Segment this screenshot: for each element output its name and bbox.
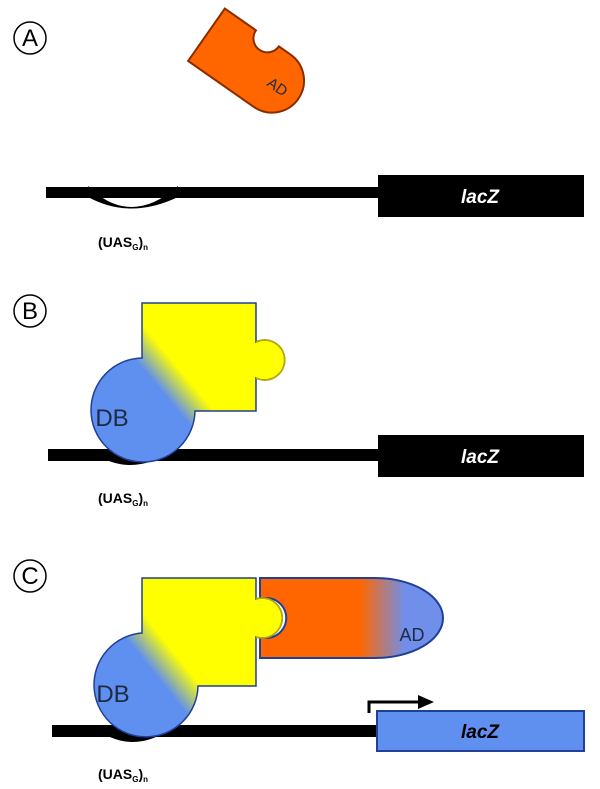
panel-a-letter: A xyxy=(22,25,38,52)
db-label: DB xyxy=(96,681,129,708)
lacz-gene xyxy=(378,435,584,477)
uas-label: (UASG)n xyxy=(98,490,148,508)
panel-b-letter: B xyxy=(22,298,38,325)
ad-protein-shape xyxy=(186,7,305,114)
panel-c: C AD DB lacZ (UASG)n xyxy=(13,559,585,784)
uas-label: (UASG)n xyxy=(98,234,148,252)
panel-a-badge xyxy=(13,21,47,55)
db-bait-shape xyxy=(90,302,286,463)
db-bait-shape xyxy=(93,577,283,738)
arrowhead-icon xyxy=(418,695,434,709)
db-label: DB xyxy=(95,405,128,432)
db-bait-fusion-protein: DB xyxy=(90,302,286,463)
lacz-label: lacZ xyxy=(461,187,500,208)
ad-protein-shape xyxy=(259,577,444,659)
uas-label: (UASG)n xyxy=(98,766,148,784)
dna-strand xyxy=(46,187,382,198)
transcription-start-arrow xyxy=(367,700,420,713)
bait-knob xyxy=(255,597,283,639)
panel-c-badge xyxy=(13,559,47,593)
lacz-gene-active xyxy=(376,710,585,752)
panel-b-badge xyxy=(13,294,47,328)
bait-knob xyxy=(255,339,286,381)
panel-a: A AD lacZ (UASG)n xyxy=(13,7,584,252)
lacz-label: lacZ xyxy=(461,447,500,468)
ad-label: AD xyxy=(399,625,424,645)
uas-site xyxy=(88,186,178,209)
db-bait-fusion-protein: DB xyxy=(93,577,283,738)
ad-fusion-protein: AD xyxy=(186,7,305,114)
ad-fusion-protein: AD xyxy=(259,577,444,659)
panel-c-letter: C xyxy=(21,563,38,590)
panel-b: B DB lacZ (UASG)n xyxy=(13,294,584,508)
lacz-gene xyxy=(378,175,584,217)
lacz-label: lacZ xyxy=(461,722,500,743)
